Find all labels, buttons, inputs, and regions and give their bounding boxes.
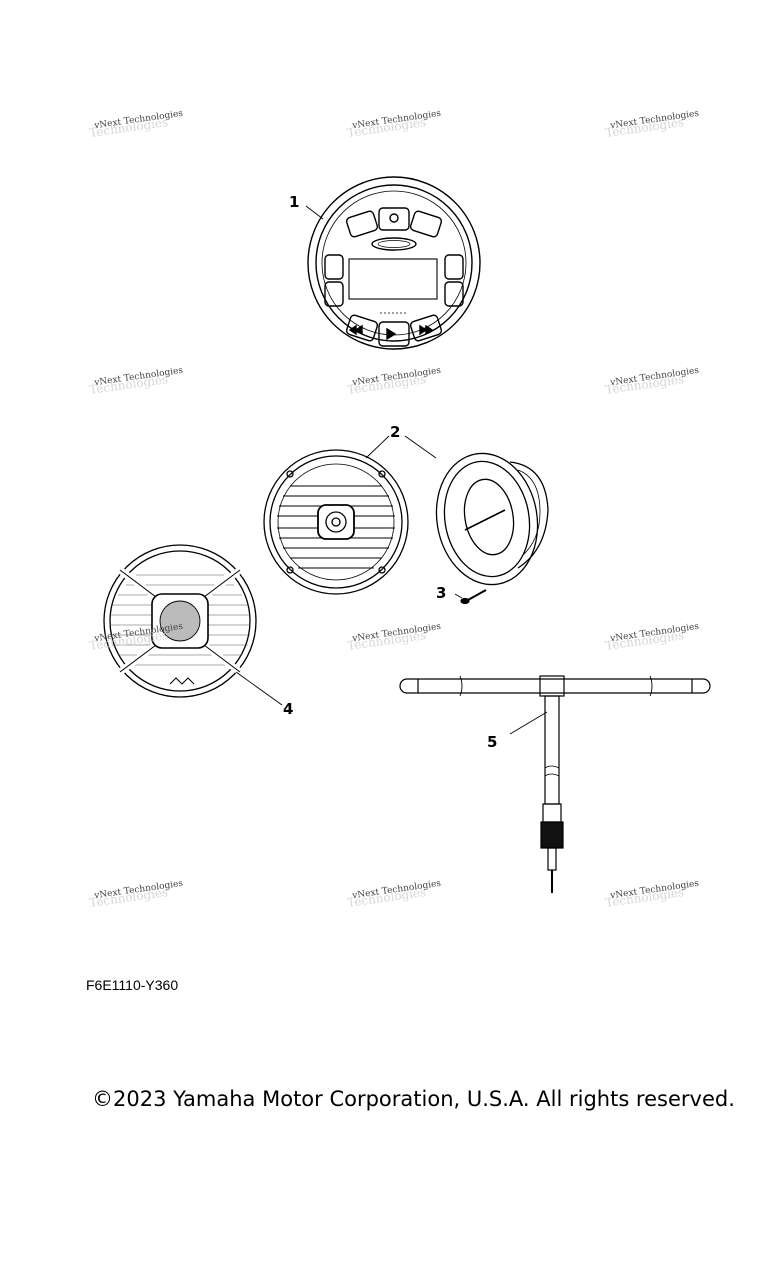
callout-1: 1 [289, 193, 300, 211]
t-antenna [399, 675, 711, 893]
callout-2: 2 [390, 423, 401, 441]
speaker-grille [103, 544, 283, 706]
callout-5: 5 [487, 733, 498, 751]
callout-3: 3 [436, 584, 447, 602]
screw [454, 589, 487, 605]
stereo-head-unit [305, 176, 481, 350]
speaker-assembly [263, 435, 549, 595]
part-code: F6E1110-Y360 [86, 977, 179, 993]
callout-4: 4 [283, 700, 294, 718]
copyright-notice: ©2023 Yamaha Motor Corporation, U.S.A. A… [92, 1087, 735, 1111]
